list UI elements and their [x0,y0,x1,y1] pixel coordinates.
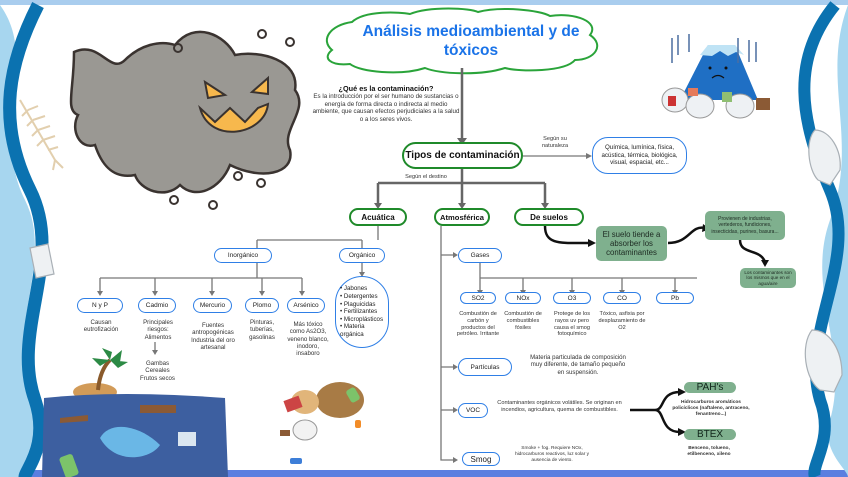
types-node: Tipos de contaminación [402,142,523,169]
inorganico-label: Inorgánico [227,252,259,259]
co-node: CO [603,292,641,304]
pahs-node: PAH's [684,382,736,393]
arsenico-node: Arsénico [287,298,325,313]
nox-label: NOx [516,294,530,302]
right-wave-dark [798,1,845,477]
page-title: Análisis medioambiental y de tóxicos [362,23,580,59]
so2-label: SO2 [471,294,485,302]
soil-sources-text: Provienen de industrias, vertederos, fun… [711,215,779,235]
intro-question: ¿Qué es la contaminación? [338,84,434,93]
nature-types-text: Química, lumínica, física, acústica, tér… [601,144,678,167]
mercurio-node: Mercurio [193,298,232,313]
organico-item: • Fertilizantes [340,308,378,316]
btex-desc: Benceno, tolueno, etilbenceno, xileno [687,446,731,457]
arsenico-desc: Más tóxico como As2O3, veneno blanco, in… [287,321,329,358]
cadmio-label: Cadmio [145,302,169,309]
o3-node: O3 [553,292,591,304]
organico-list: • Jabones• Detergentes• Plaguicidas• Fer… [335,276,389,348]
organico-item: • Plaguicidas [340,300,376,308]
co-label: CO [617,294,627,302]
voc-label: VOC [465,407,481,414]
organico-items: • Jabones• Detergentes• Plaguicidas• Fer… [340,285,388,338]
gases-label: Gases [470,252,490,259]
polluted-mountain-icon [661,34,770,119]
cadmio-node: Cadmio [138,298,176,313]
plomo-desc: Pinturas, tuberías, gasolinas [249,319,275,341]
acuatica-node: Acuática [349,208,407,226]
by-destination-label: Según el destino [405,174,447,180]
bottom-band [0,470,848,477]
smog-node: Smog [462,452,500,466]
pahs-desc: Hidrocarburos aromáticos policíclicos (n… [672,400,750,417]
particulas-label: Partículas [470,363,500,371]
plastic-bottle-icon [29,129,843,393]
acuatica-label: Acuática [361,212,395,222]
nyp-label: N y P [92,302,108,309]
title-cloud-shape [325,7,599,75]
co-desc: Tóxico, asfixia por desplazamiento de O2 [598,311,646,331]
organico-node: Orgánico [339,248,385,263]
soil-same-text: Los contaminantes son los mismos que en … [744,269,792,286]
inorganico-node: Inorgánico [214,248,272,263]
pahs-label: PAH's [696,382,724,393]
nox-desc: Combustión de combustibles fósiles [504,311,542,331]
organico-item: • Microplásticos [340,315,384,323]
soil-sources-node: Provienen de industrias, vertederos, fun… [705,211,785,240]
turtle-eating-plastic-icon [280,382,364,464]
smog-monster-icon [69,29,301,210]
organico-item: • Detergentes [340,293,378,301]
particulas-desc: Materia particulada de composición muy d… [530,354,626,376]
particulas-node: Partículas [458,358,512,376]
soil-absorb-text: El suelo tiende a absorber los contamina… [602,230,661,257]
suelos-label: De suelos [530,212,568,222]
arsenico-label: Arsénico [293,302,319,309]
so2-node: SO2 [460,292,496,304]
so2-desc: Combustión de carbón y productos del pet… [456,311,500,338]
smog-label: Smog [470,454,492,464]
suelos-node: De suelos [514,208,584,226]
organico-item: • Jabones [340,285,368,293]
soil-absorb-node: El suelo tiende a absorber los contamina… [596,226,667,261]
organico-item: • Materia orgánica [340,323,365,338]
gases-node: Gases [458,248,502,263]
fish-bone-icon [19,99,64,171]
mercurio-label: Mercurio [199,302,226,309]
types-node-label: Tipos de contaminación [405,150,520,161]
soil-same-node: Los contaminantes son los mismos que en … [740,268,796,288]
top-band [0,0,848,5]
voc-desc: Contaminantes orgánicos volátiles. Se or… [497,400,622,413]
plomo-node: Plomo [245,298,279,313]
o3-label: O3 [567,294,577,302]
nox-node: NOx [505,292,541,304]
mercurio-desc: Fuentes antropogénicas Industria del oro… [191,322,235,351]
cadmio-desc: Principales riesgos: Alimentos [143,319,173,341]
atmosferica-label: Atmosférica [440,212,484,222]
organico-label: Orgánico [348,252,376,259]
voc-node: VOC [458,403,488,418]
cadmio-foods: Gambas Cereales Frutos secos [140,360,175,382]
pb-node: Pb [656,292,694,304]
pb-label: Pb [671,294,679,302]
atmosferica-node: Atmosférica [434,208,490,226]
nature-types-node: Química, lumínica, física, acústica, tér… [592,137,687,174]
nyp-desc: Causan eutrofización [83,319,119,334]
intro-answer: Es la introducción por el ser humano de … [312,93,460,123]
btex-node: BTEX [684,429,736,440]
polluted-ocean-icon [42,348,228,477]
o3-desc: Protege de los rayos uv pero causa el sm… [553,311,591,338]
btex-label: BTEX [696,429,724,440]
by-nature-label: Según su naturaleza [541,136,569,149]
nyp-node: N y P [77,298,123,313]
intro-block: ¿Qué es la contaminación? Es la introduc… [312,85,460,123]
smog-desc: Smoke + fog. Requiere NOx, hidrocarburos… [514,446,590,463]
plomo-label: Plomo [252,302,272,309]
